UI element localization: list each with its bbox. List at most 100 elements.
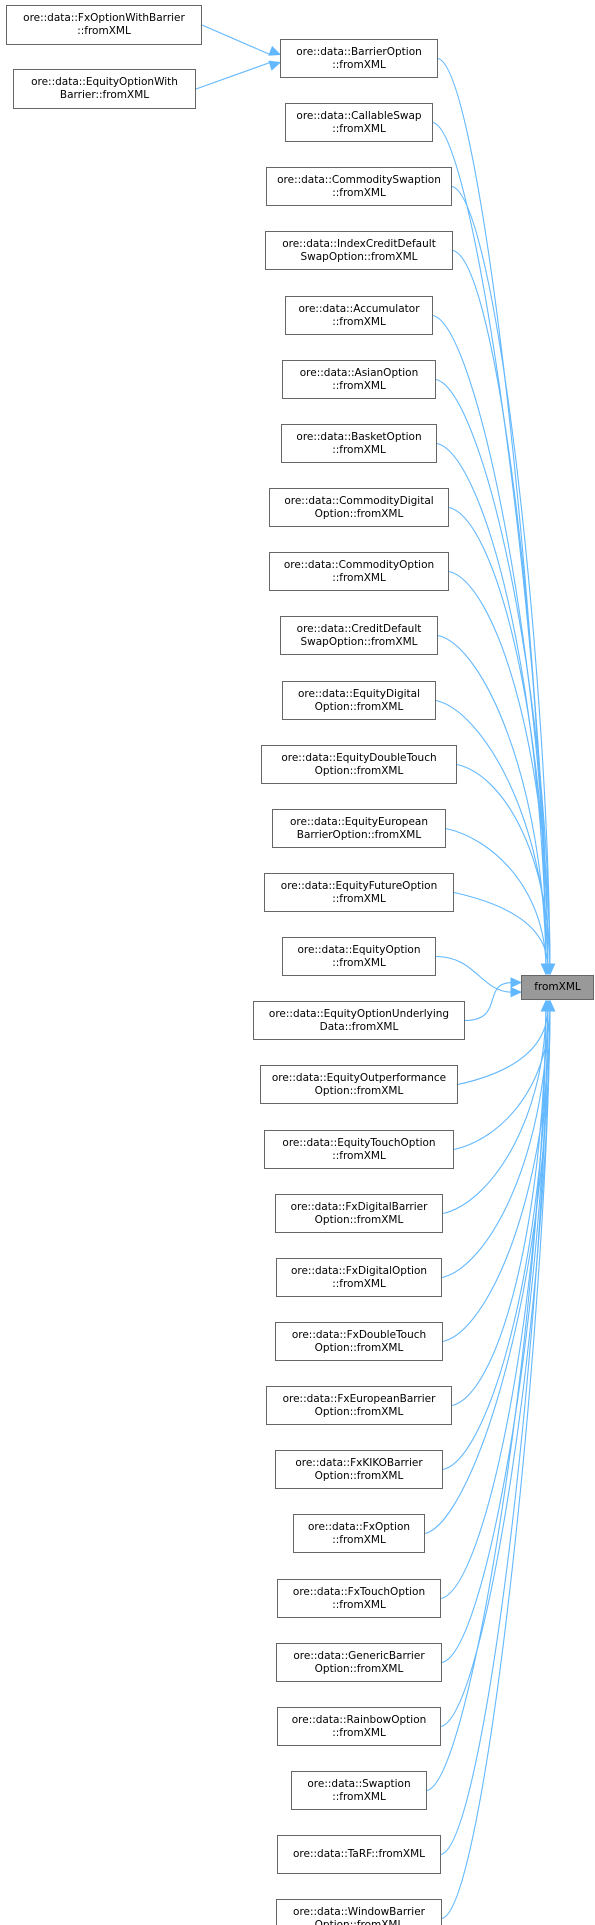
caller-node-fxdoubletouchoption-label-line: ore::data::FxDoubleTouch bbox=[291, 1328, 427, 1341]
edge-fxoptwithbarrier-to-barrieroption bbox=[201, 24, 271, 56]
edge-fxdigitalbarrieroption-to-fromxml bbox=[442, 1009, 547, 1215]
caller-node-commodityoption-label-line: ::fromXML bbox=[332, 571, 386, 584]
edge-equityoptionunderlyingdata-to-fromxml bbox=[464, 982, 513, 1022]
caller-node-commoditydigitaloption-label-line: ore::data::CommodityDigital bbox=[284, 494, 434, 507]
edge-equitydoubletouchoption-to-fromxml bbox=[456, 763, 551, 966]
caller-node-equitytouchoption[interactable]: ore::data::EquityTouchOption::fromXML bbox=[264, 1130, 454, 1169]
caller-node-fxoptwithbarrier[interactable]: ore::data::FxOptionWithBarrier::fromXML bbox=[6, 5, 202, 45]
caller-node-equityoutperformanceoption-label-line: ore::data::EquityOutperformance bbox=[271, 1071, 447, 1084]
caller-node-fxtouchoption-label-line: ::fromXML bbox=[332, 1598, 386, 1611]
caller-node-rainbowoption-label-line: ::fromXML bbox=[332, 1726, 386, 1739]
edge-equityoption-to-fromxml bbox=[435, 955, 513, 993]
caller-node-equityfutureoption[interactable]: ore::data::EquityFutureOption::fromXML bbox=[264, 873, 454, 912]
caller-node-fxdoubletouchoption-label-line: Option::fromXML bbox=[314, 1341, 404, 1354]
edge-eqoptwithbarrier-to-barrieroption bbox=[195, 61, 271, 90]
caller-node-equityfutureoption-label-line: ore::data::EquityFutureOption bbox=[280, 879, 438, 892]
caller-node-fxoptwithbarrier-label-line: ::fromXML bbox=[77, 25, 131, 37]
caller-node-fxkikobarrieroption-label-line: Option::fromXML bbox=[314, 1469, 404, 1482]
caller-node-equityeuropeanbarrieroption-label-line: ore::data::EquityEuropean bbox=[290, 815, 428, 828]
edge-tarf-to-fromxml bbox=[440, 1009, 549, 1856]
caller-node-fxdigitaloption-label-line: ore::data::FxDigitalOption bbox=[290, 1264, 428, 1277]
caller-node-accumulator[interactable]: ore::data::Accumulator::fromXML bbox=[285, 296, 433, 335]
caller-node-equitydoubletouchoption-label-line: Option::fromXML bbox=[314, 764, 404, 777]
caller-node-rainbowoption[interactable]: ore::data::RainbowOption::fromXML bbox=[277, 1707, 441, 1746]
edge-barrieroption-to-fromxml bbox=[437, 57, 547, 966]
edge-equityoutperformanceoption-to-fromxml bbox=[457, 1009, 549, 1086]
caller-node-tarf-label-line: ore::data::TaRF::fromXML bbox=[292, 1848, 425, 1860]
edge-windowbarrieroption-to-fromxml bbox=[441, 1009, 551, 1920]
root-node-fromxml-label-line: fromXML bbox=[534, 981, 581, 993]
caller-node-swaption-label-line: ::fromXML bbox=[332, 1790, 386, 1803]
caller-node-fxdigitaloption[interactable]: ore::data::FxDigitalOption::fromXML bbox=[276, 1258, 442, 1297]
caller-node-fxoption[interactable]: ore::data::FxOption::fromXML bbox=[293, 1514, 425, 1553]
caller-node-commodityswaption-label-line: ore::data::CommoditySwaption bbox=[277, 173, 441, 186]
arrowhead-windowbarrieroption bbox=[544, 999, 556, 1012]
caller-node-equitytouchoption-label-line: ore::data::EquityTouchOption bbox=[282, 1136, 436, 1149]
caller-node-equityoutperformanceoption-label-line: Option::fromXML bbox=[314, 1084, 404, 1097]
caller-node-callableswap-label-line: ::fromXML bbox=[332, 122, 386, 135]
caller-node-equityfutureoption-label-line: ::fromXML bbox=[332, 892, 386, 905]
arrowhead-equityoptionunderlyingdata bbox=[510, 977, 523, 988]
caller-node-fxoption-label-line: ::fromXML bbox=[332, 1533, 386, 1546]
caller-node-indexcreditdefaultswapoption-label-line: ore::data::IndexCreditDefault bbox=[282, 237, 436, 250]
caller-node-fxtouchoption[interactable]: ore::data::FxTouchOption::fromXML bbox=[277, 1579, 441, 1618]
caller-node-basketoption[interactable]: ore::data::BasketOption::fromXML bbox=[281, 424, 437, 463]
caller-node-equityeuropeanbarrieroption-label-line: BarrierOption::fromXML bbox=[296, 828, 422, 841]
caller-node-rainbowoption-label-line: ore::data::RainbowOption bbox=[291, 1713, 427, 1726]
caller-node-barrieroption[interactable]: ore::data::BarrierOption::fromXML bbox=[280, 39, 438, 78]
caller-node-creditdefaultswapoption-label-line: SwapOption::fromXML bbox=[300, 635, 418, 648]
caller-node-commodityswaption-label-line: ::fromXML bbox=[332, 186, 386, 199]
caller-node-equitydigitaloption-label-line: Option::fromXML bbox=[314, 700, 404, 713]
edge-commodityswaption-to-fromxml bbox=[451, 185, 551, 966]
caller-node-barrieroption-label-line: ore::data::BarrierOption bbox=[296, 45, 422, 58]
caller-node-fxkikobarrieroption-label-line: ore::data::FxKIKOBarrier bbox=[295, 1456, 423, 1469]
edge-swaption-to-fromxml bbox=[426, 1009, 547, 1792]
edge-equitydigitaloption-to-fromxml bbox=[435, 699, 549, 966]
edge-rainbowoption-to-fromxml bbox=[440, 1009, 551, 1728]
caller-node-equityoption[interactable]: ore::data::EquityOption::fromXML bbox=[282, 937, 436, 976]
caller-node-eqoptwithbarrier-label-line: ore::data::EquityOptionWith bbox=[31, 76, 178, 88]
edge-fxkikobarrieroption-to-fromxml bbox=[442, 1009, 549, 1471]
caller-node-commodityoption[interactable]: ore::data::CommodityOption::fromXML bbox=[269, 552, 449, 591]
caller-node-windowbarrieroption-label-line: ore::data::WindowBarrier bbox=[293, 1905, 425, 1918]
caller-node-equityoption-label-line: ore::data::EquityOption bbox=[297, 943, 421, 956]
caller-node-creditdefaultswapoption-label-line: ore::data::CreditDefault bbox=[296, 622, 422, 635]
arrowhead-fxoptwithbarrier bbox=[268, 45, 282, 56]
caller-node-callableswap-label-line: ore::data::CallableSwap bbox=[296, 109, 422, 122]
arrowhead-equityoption bbox=[510, 986, 523, 998]
edge-asianoption-to-fromxml bbox=[435, 378, 551, 966]
caller-node-swaption[interactable]: ore::data::Swaption::fromXML bbox=[291, 1771, 427, 1810]
caller-node-fxoption-label-line: ore::data::FxOption bbox=[307, 1520, 411, 1533]
caller-node-callableswap[interactable]: ore::data::CallableSwap::fromXML bbox=[285, 103, 433, 142]
caller-node-asianoption-label-line: ore::data::AsianOption bbox=[299, 366, 419, 379]
caller-node-commodityswaption[interactable]: ore::data::CommoditySwaption::fromXML bbox=[266, 167, 452, 206]
caller-node-basketoption-label-line: ore::data::BasketOption bbox=[296, 430, 422, 443]
arrowhead-eqoptwithbarrier bbox=[268, 60, 282, 71]
caller-node-tarf[interactable]: ore::data::TaRF::fromXML bbox=[277, 1835, 441, 1874]
caller-node-indexcreditdefaultswapoption-label-line: SwapOption::fromXML bbox=[300, 250, 418, 263]
root-node-fromxml[interactable]: fromXML bbox=[521, 975, 594, 1000]
caller-node-fxdigitaloption-label-line: ::fromXML bbox=[332, 1277, 386, 1290]
caller-node-swaption-label-line: ore::data::Swaption bbox=[307, 1777, 411, 1790]
edge-basketoption-to-fromxml bbox=[436, 442, 547, 966]
caller-node-barrieroption-label-line: ::fromXML bbox=[332, 58, 386, 71]
caller-node-fxdigitalbarrieroption-label-line: ore::data::FxDigitalBarrier bbox=[290, 1200, 428, 1213]
caller-node-asianoption[interactable]: ore::data::AsianOption::fromXML bbox=[282, 360, 436, 399]
edge-accumulator-to-fromxml bbox=[432, 314, 549, 966]
caller-node-asianoption-label-line: ::fromXML bbox=[332, 379, 386, 392]
